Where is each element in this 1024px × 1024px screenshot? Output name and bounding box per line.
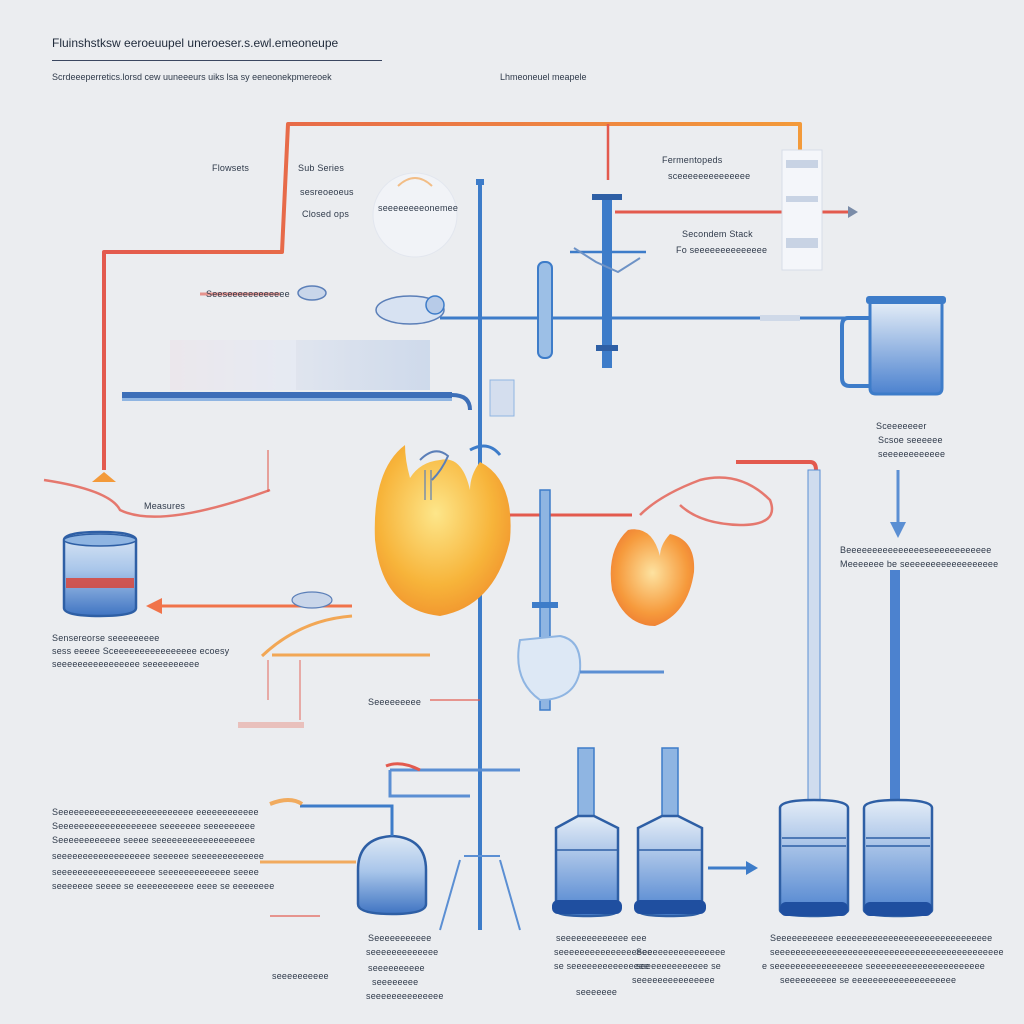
center-bottom-bottle-1 (552, 747, 622, 918)
label-left-mid: Seeseeeeeeeeeeee (206, 289, 290, 299)
label-fermentopeds-note: sceeeeeeeeeeeeee (668, 171, 751, 181)
center-bottom-bottle-2 (634, 747, 706, 918)
right-bottom-tank-1 (778, 798, 850, 918)
left-orange-arrowhead (92, 472, 116, 482)
bottom-left-text-0: Seeeeeeeeeeeeeeeeeeeeeeeeee eeeeeeeeeeee (52, 807, 259, 817)
section-label: Lhmeoneuel meapele (500, 72, 587, 82)
bottom-center-left-1: seeeeeeeeeeeee (366, 947, 439, 957)
bottom-center-left-0: Seeeeeeeeeee (368, 933, 432, 943)
middle-valve-column (539, 489, 551, 711)
label-left-reservoir-3: seeeeeeeeeeeeeeee seeeeeeeeee (52, 659, 200, 669)
left-reservoir-tank (62, 530, 138, 618)
label-right-mid-2: Meeeeeee be seeeeeeeeeeeeeeeeee (840, 559, 999, 569)
bottom-right-0: Seeeeeeeeeee eeeeeeeeeeeeeeeeeeeeeeeeeee… (770, 933, 993, 943)
label-sub-series: Sub Series (298, 163, 345, 173)
bottom-center-b-2: seeeeeeeeeeeeeee (632, 975, 715, 985)
bottom-center-a-2: se seeeeeeeeeeeeeee (554, 961, 650, 971)
right-bottom-tank-2 (862, 798, 934, 918)
bottom-left-text-1: Seeeeeeeeeeeeeeeeeee seeeeeee seeeeeeeee (52, 821, 256, 831)
label-left-reservoir-2: sess eeeee Sceeeeeeeeeeeeeeee ecoesy (52, 646, 230, 656)
bottom-left-small-label: seeeeeeeeee (272, 971, 329, 981)
bottom-left-text-5: seeeeeee seeee se eeeeeeeeeee eeee se ee… (52, 881, 275, 891)
label-upper-note: seeeeeeeeonemee (378, 203, 459, 213)
bottom-center-a-3: seeeeeee (576, 987, 618, 997)
bottom-center-b-0: Seeeeeeeeeeeeeeee (636, 947, 726, 957)
bottom-left-text-3: seeeeeeeeeeeeeeeeee seeeeee seeeeeeeeeee… (52, 851, 265, 861)
label-center-low: Seeeeeeeee (368, 697, 422, 707)
upper-red-arrow (848, 206, 858, 218)
bottom-center-b-1: seeeeeeeeeeeee se (636, 961, 721, 971)
bottom-center-a-0: seeeeeeeeeeeee eee (556, 933, 647, 943)
label-right-mid-1: Beeeeeeeeeeeeeeeseeeeeeeeeeee (840, 545, 992, 555)
diagram-subtitle: Scrdeeeperretics.lorsd cew uuneeeurs uik… (52, 72, 332, 82)
bottom-right-2: e seeeeeeeeeeeeeeeee seeeeeeeeeeeeeeeeee… (762, 961, 986, 971)
label-flowsets: Flowsets (212, 163, 250, 173)
bottom-left-text-2: Seeeeeeeeeeee seeee seeeeeeeeeeeeeeeeeee (52, 835, 256, 845)
secondary-heart-vessel (610, 529, 695, 626)
left-conveyor-shelf (122, 340, 472, 411)
label-measures: Measures (144, 501, 186, 511)
label-right-tank-3: seeeeeeeeeeee (878, 449, 946, 459)
label-secondary-note: Fo seeeeeeeeeeeeee (676, 245, 768, 255)
right-red-riser (736, 460, 818, 800)
right-tall-pipe-2 (890, 570, 900, 800)
label-right-tank-1: Sceeeeeeer (876, 421, 927, 431)
label-fermentopeds: Fermentopeds (662, 155, 723, 165)
right-tall-pipe-1 (807, 469, 821, 801)
blue-valve-stem (602, 198, 612, 368)
title-underline (52, 60, 382, 61)
lower-crossbar (388, 768, 520, 798)
bottom-left-text-4: seeeeeeeeeeeeeeeeeee seeeeeeeeeeeee seee… (52, 867, 259, 877)
bottom-center-left-4: seeeeeeeeeeeeee (366, 991, 444, 1001)
right-red-loop (639, 476, 774, 527)
right-measuring-jug (840, 296, 946, 396)
bottom-right-1: seeeeeeeeeeeeeeeeeeeeeeeeeeeeeeeeeeeeeee… (770, 947, 1004, 957)
orange-swoosh (260, 614, 430, 658)
bottom-center-left-3: seeeeeeee (372, 977, 419, 987)
bottom-right-3: seeeeeeeeee se eeeeeeeeeeeeeeeeeeee (780, 975, 957, 985)
label-right-tank-2: Scsoe seeeeee (878, 435, 943, 445)
central-heart-vessel (374, 445, 511, 616)
diagram-title: Fluinshstksw eeroeuupel uneroeser.s.ewl.… (52, 36, 339, 50)
bottom-center-left-2: seeeeeeeeee (368, 963, 425, 973)
bottom-left-dome-tank (269, 798, 428, 916)
thermometer-tube (537, 261, 553, 359)
label-left-reservoir-1: Sensereorse seeeeeeeee (52, 633, 160, 643)
upper-bubble (372, 172, 458, 258)
label-closed-ops: Closed ops (302, 209, 350, 219)
label-secondary-stack: Secondem Stack (682, 229, 753, 239)
bottom-center-a-1: seeeeeeeeeeeeeeeeee (554, 947, 653, 957)
left-red-return (43, 478, 271, 518)
upper-right-column (781, 149, 823, 271)
label-sub-series-note: sesreoeoeus (300, 187, 354, 197)
